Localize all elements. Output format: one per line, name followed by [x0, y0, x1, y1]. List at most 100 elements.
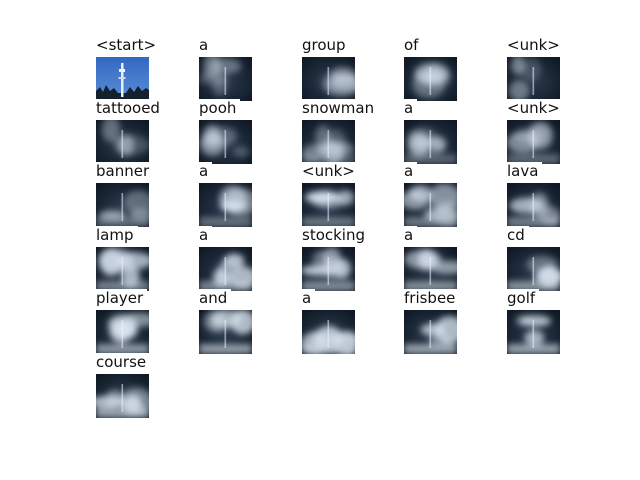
caption-step: <start>	[96, 36, 196, 101]
caption-word: lamp	[96, 226, 138, 245]
attention-map-thumbnail	[507, 120, 560, 164]
caption-step: golf	[507, 289, 607, 354]
attention-heatmap-icon	[96, 310, 149, 354]
caption-word: banner	[96, 162, 154, 181]
caption-word: <unk>	[507, 99, 564, 118]
caption-word: of	[404, 36, 423, 55]
caption-step: a	[404, 162, 504, 227]
attention-map-thumbnail	[404, 310, 457, 354]
attention-map-thumbnail	[199, 310, 252, 354]
caption-word: frisbee	[404, 289, 460, 308]
attention-heatmap-icon	[507, 310, 560, 354]
attention-heatmap-icon	[96, 120, 149, 164]
caption-word: a	[404, 226, 418, 245]
caption-step: and	[199, 289, 299, 354]
caption-word: player	[96, 289, 148, 308]
attention-heatmap-icon	[96, 374, 149, 418]
caption-step: group	[302, 36, 402, 101]
caption-word: <unk>	[302, 162, 359, 181]
attention-heatmap-icon	[507, 120, 560, 164]
caption-word: <start>	[96, 36, 161, 55]
caption-word: snowman	[302, 99, 379, 118]
attention-heatmap-icon	[507, 57, 560, 101]
attention-map-thumbnail	[302, 310, 355, 354]
attention-heatmap-icon	[302, 120, 355, 164]
caption-step: a	[404, 99, 504, 164]
caption-step: snowman	[302, 99, 402, 164]
caption-step: pooh	[199, 99, 299, 164]
attention-heatmap-icon	[404, 310, 457, 354]
caption-step: <unk>	[302, 162, 402, 227]
attention-heatmap-icon	[507, 247, 560, 291]
attention-map-thumbnail	[96, 374, 149, 418]
attention-map-thumbnail	[96, 310, 149, 354]
caption-word: a	[199, 226, 213, 245]
caption-step: lamp	[96, 226, 196, 291]
attention-map-thumbnail	[199, 183, 252, 227]
caption-word: tattooed	[96, 99, 164, 118]
attention-map-thumbnail	[199, 57, 252, 101]
attention-map-thumbnail	[302, 247, 355, 291]
caption-word: a	[199, 36, 213, 55]
attention-map-thumbnail	[507, 183, 560, 227]
attention-heatmap-icon	[302, 247, 355, 291]
caption-step: a	[199, 226, 299, 291]
attention-map-thumbnail	[404, 57, 457, 101]
attention-map-thumbnail	[507, 57, 560, 101]
attention-heatmap-icon	[404, 247, 457, 291]
attention-heatmap-icon	[199, 247, 252, 291]
caption-step: <unk>	[507, 36, 607, 101]
attention-heatmap-icon	[302, 310, 355, 354]
original-image-thumbnail	[96, 57, 149, 101]
attention-map-thumbnail	[507, 310, 560, 354]
caption-word: pooh	[199, 99, 241, 118]
attention-heatmap-icon	[404, 120, 457, 164]
caption-step: <unk>	[507, 99, 607, 164]
attention-map-thumbnail	[507, 247, 560, 291]
attention-map-thumbnail	[404, 183, 457, 227]
attention-map-thumbnail	[199, 120, 252, 164]
attention-map-thumbnail	[96, 183, 149, 227]
caption-step: banner	[96, 162, 196, 227]
caption-step: a	[302, 289, 402, 354]
attention-heatmap-icon	[199, 57, 252, 101]
attention-heatmap-icon	[199, 120, 252, 164]
caption-step: lava	[507, 162, 607, 227]
caption-step: a	[404, 226, 504, 291]
caption-word: golf	[507, 289, 540, 308]
attention-heatmap-icon	[404, 183, 457, 227]
attention-map-thumbnail	[96, 120, 149, 164]
caption-word: lava	[507, 162, 543, 181]
attention-map-thumbnail	[302, 120, 355, 164]
attention-map-thumbnail	[404, 120, 457, 164]
caption-step: player	[96, 289, 196, 354]
caption-word: <unk>	[507, 36, 564, 55]
caption-word: cd	[507, 226, 529, 245]
attention-heatmap-icon	[199, 183, 252, 227]
caption-word: a	[199, 162, 213, 181]
attention-heatmap-icon	[404, 57, 457, 101]
attention-heatmap-icon	[199, 310, 252, 354]
caption-step: frisbee	[404, 289, 504, 354]
caption-step: stocking	[302, 226, 402, 291]
caption-word: course	[96, 353, 151, 372]
caption-word: stocking	[302, 226, 370, 245]
caption-step: course	[96, 353, 196, 418]
caption-word: group	[302, 36, 350, 55]
caption-step: a	[199, 36, 299, 101]
attention-map-thumbnail	[199, 247, 252, 291]
attention-heatmap-icon	[96, 183, 149, 227]
attention-map-thumbnail	[404, 247, 457, 291]
caption-step: tattooed	[96, 99, 196, 164]
attention-heatmap-icon	[96, 247, 149, 291]
caption-step: a	[199, 162, 299, 227]
caption-word: a	[404, 162, 418, 181]
caption-step: cd	[507, 226, 607, 291]
attention-map-thumbnail	[302, 57, 355, 101]
attention-heatmap-icon	[302, 57, 355, 101]
caption-word: and	[199, 289, 232, 308]
attention-heatmap-icon	[507, 183, 560, 227]
attention-map-thumbnail	[96, 247, 149, 291]
attention-heatmap-icon	[302, 183, 355, 227]
